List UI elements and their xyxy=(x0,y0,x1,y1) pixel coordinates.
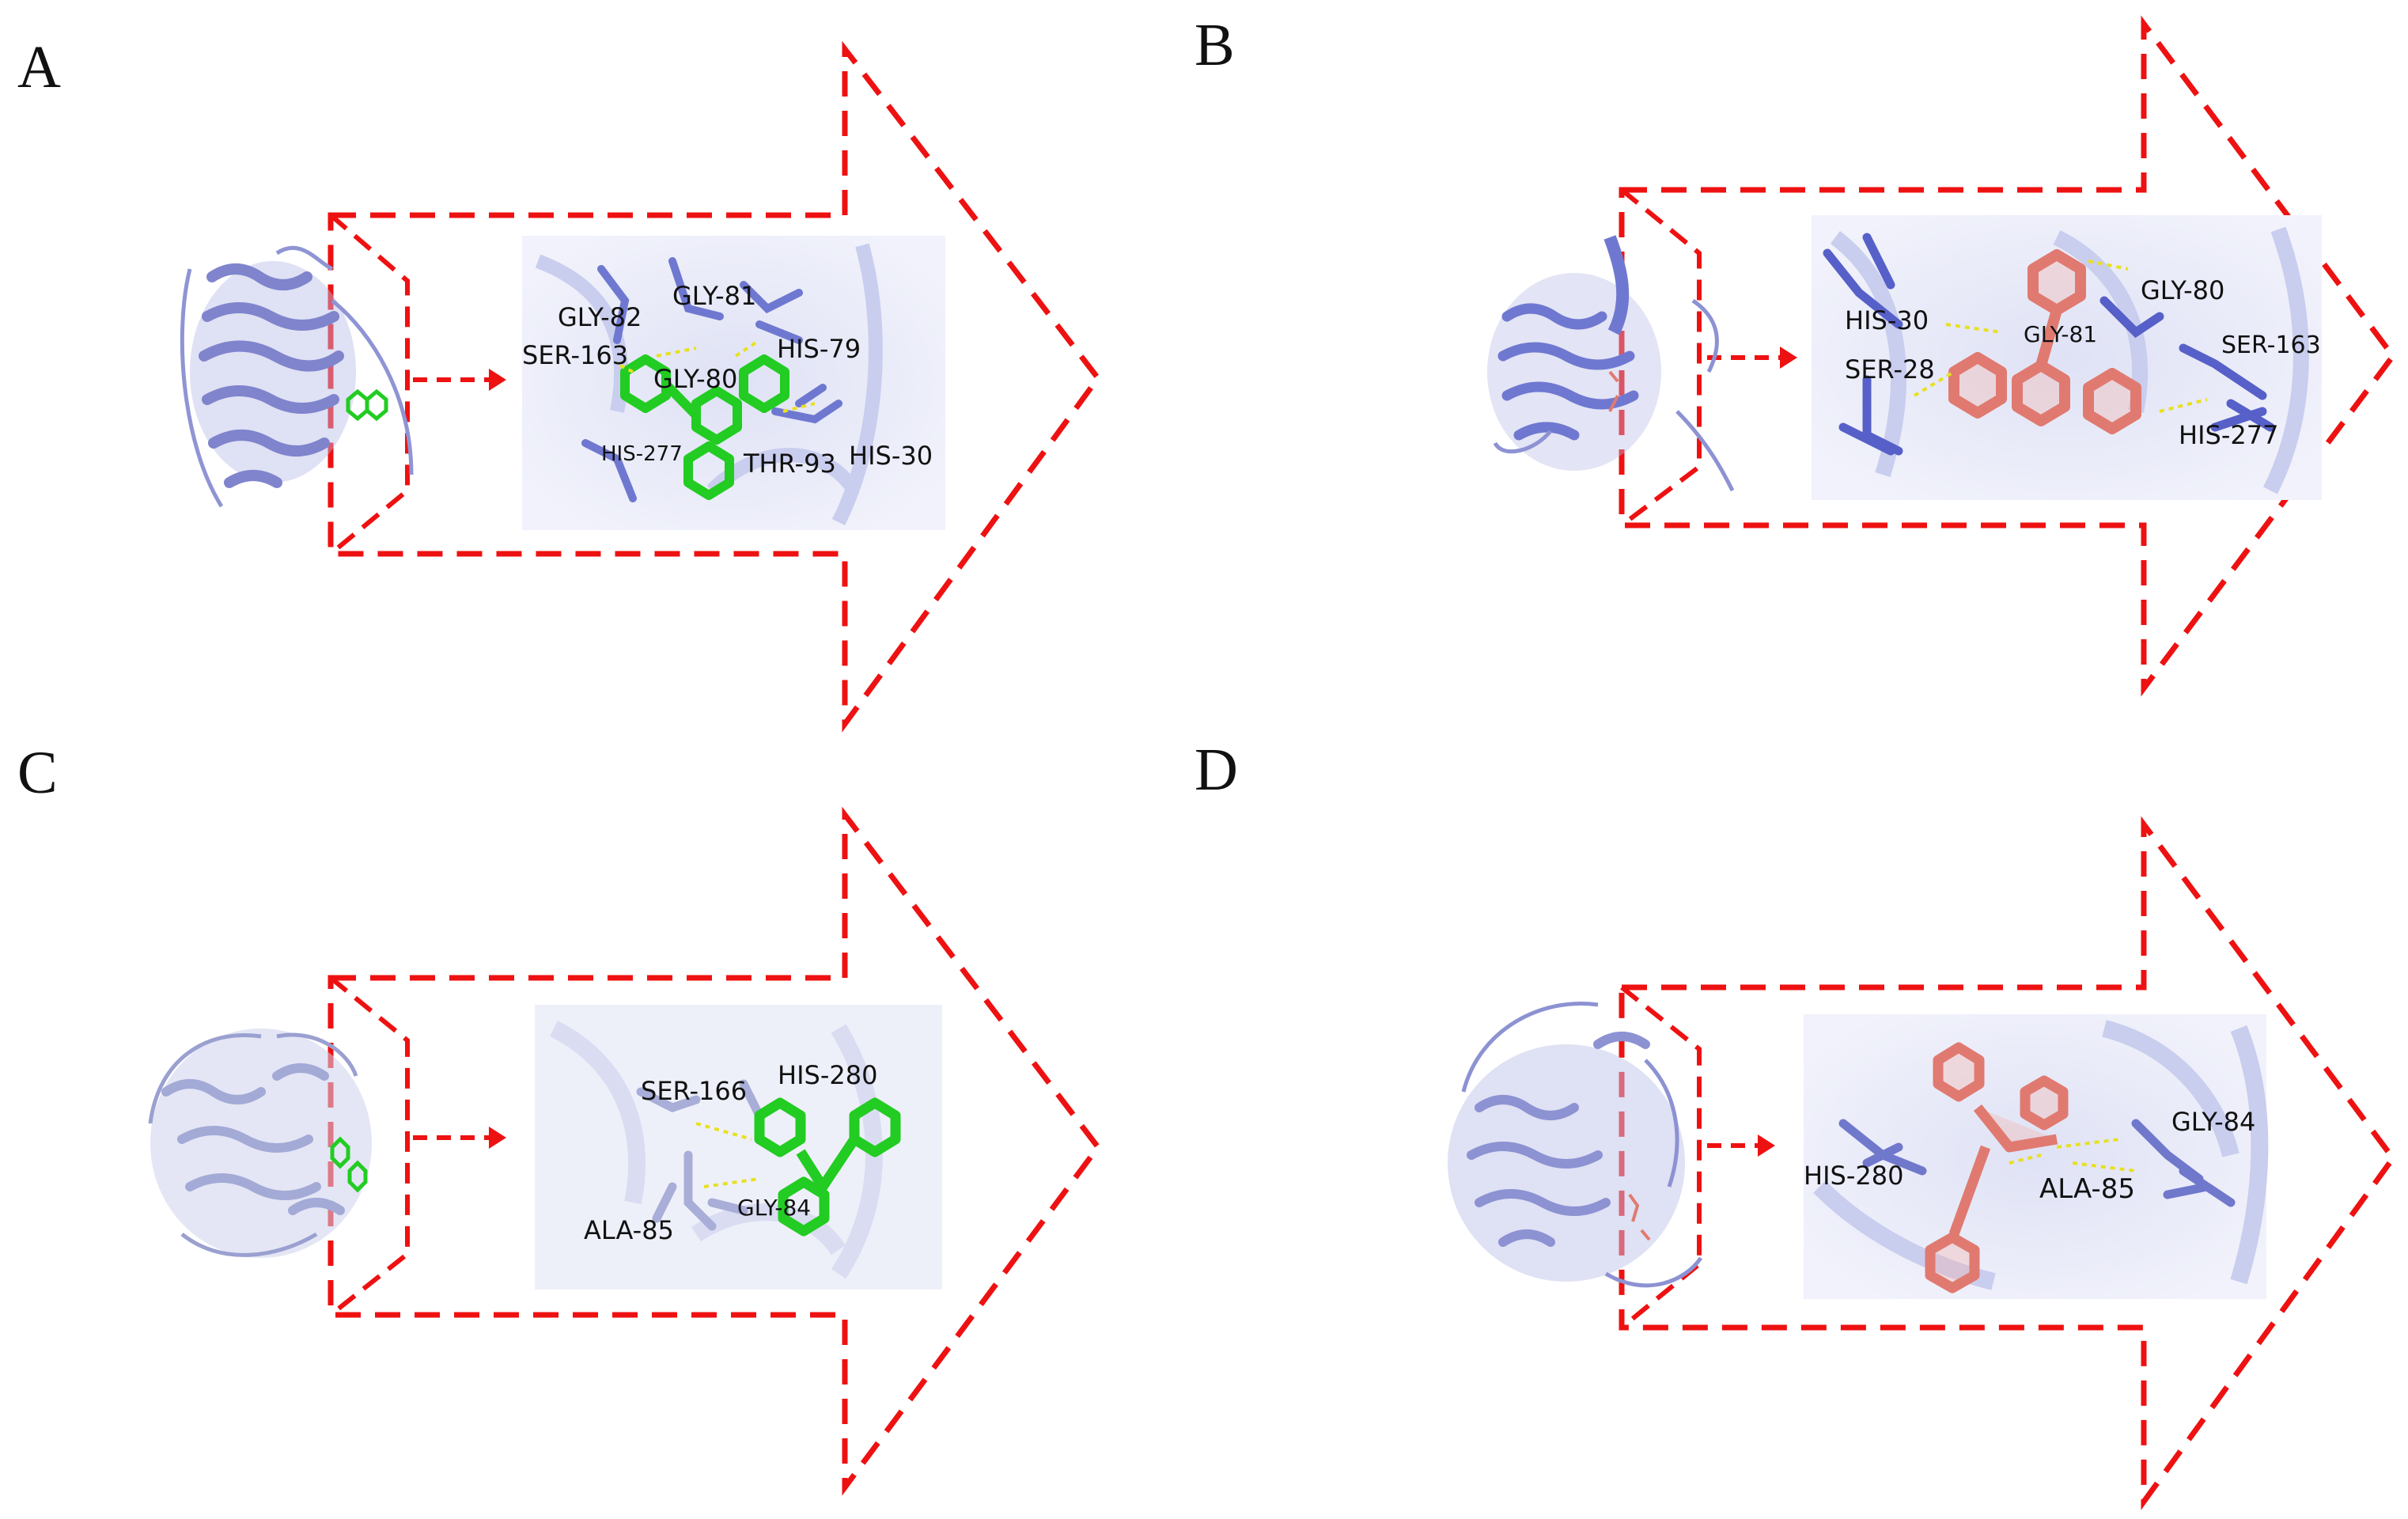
label-his-277: HIS-277 xyxy=(601,442,683,466)
ligand-zoom-b xyxy=(1948,249,2141,434)
label-gly-84-c: GLY-84 xyxy=(737,1195,811,1221)
label-ser-166-c: SER-166 xyxy=(641,1076,747,1106)
panel-a: A GLY-81 GLY-82 SER-163 xyxy=(17,34,1102,733)
ligand-overview-b xyxy=(1608,370,1619,412)
label-his-30: HIS-30 xyxy=(849,441,933,471)
label-his-30-b: HIS-30 xyxy=(1845,305,1929,335)
ligand-overview-a xyxy=(346,388,388,422)
label-ala-85-c: ALA-85 xyxy=(584,1215,674,1245)
ligand-overview-c xyxy=(330,1136,368,1193)
zoom-arrow-outline-d xyxy=(1619,816,2397,1510)
panel-letter-a: A xyxy=(17,34,61,100)
zoomed-pocket-d xyxy=(1804,1014,2269,1299)
zoom-pointer-head-c xyxy=(489,1127,506,1149)
label-gly-84-d: GLY-84 xyxy=(2171,1107,2255,1137)
zoom-arrow-outline-b xyxy=(1619,15,2397,697)
label-his-79: HIS-79 xyxy=(777,334,861,364)
pocket-outline-c xyxy=(329,975,410,1317)
label-ser-28-b: SER-28 xyxy=(1845,354,1935,384)
zoomed-pocket-a xyxy=(522,236,945,530)
panel-c: C HIS-280 SER-166 ALA-85 GLY-84 xyxy=(17,740,1102,1496)
hbonds-d xyxy=(2009,1138,2137,1172)
label-ser-163-b: SER-163 xyxy=(2221,331,2321,359)
label-ser-163: SER-163 xyxy=(522,340,628,370)
protein-overview-a xyxy=(180,245,414,508)
zoom-arrow-outline-a xyxy=(328,40,1102,733)
protein-overview-c xyxy=(148,1028,372,1258)
label-gly-80: GLY-80 xyxy=(653,364,737,394)
pocket-outline-b xyxy=(1620,188,1702,528)
pocket-outline-a xyxy=(329,213,410,556)
label-ala-85-d: ALA-85 xyxy=(2039,1173,2135,1205)
hbonds-a xyxy=(616,339,816,413)
label-gly-81: GLY-81 xyxy=(672,281,756,311)
zoomed-pocket-c xyxy=(535,1005,942,1290)
label-gly-82: GLY-82 xyxy=(558,302,642,332)
label-his-280-c: HIS-280 xyxy=(778,1060,877,1090)
zoom-pointer-head-d xyxy=(1758,1135,1775,1157)
zoom-arrow-outline-c xyxy=(328,806,1102,1496)
panel-letter-b: B xyxy=(1195,12,1235,78)
panel-b: B HIS-30 GLY-81 GLY-80 SER-163 SER-28 HI… xyxy=(1195,12,2397,697)
ligand-zoom-c xyxy=(754,1097,901,1237)
ligand-overview-d xyxy=(1628,1193,1651,1241)
zoom-pointer-head-a xyxy=(489,369,506,391)
ligand-zoom-a xyxy=(620,354,789,500)
panel-d: D GLY-84 HIS-280 ALA-85 xyxy=(1195,737,2397,1510)
zoom-pointer-head-b xyxy=(1780,347,1797,369)
ligand-zoom-d xyxy=(1925,1042,2069,1294)
label-his-277-b: HIS-277 xyxy=(2179,420,2278,450)
label-gly-81-b: GLY-81 xyxy=(2024,321,2097,347)
panel-letter-d: D xyxy=(1195,737,1238,803)
protein-overview-d xyxy=(1448,1002,1703,1288)
zoomed-pocket-b xyxy=(1812,215,2322,500)
label-thr-93: THR-93 xyxy=(743,449,836,479)
label-gly-80-b: GLY-80 xyxy=(2141,275,2224,305)
pocket-outline-d xyxy=(1620,985,1702,1330)
panel-letter-c: C xyxy=(17,740,58,806)
label-his-280-d: HIS-280 xyxy=(1804,1161,1903,1191)
protein-overview-b xyxy=(1487,235,1735,492)
hbonds-b xyxy=(1913,259,2208,413)
hbonds-c xyxy=(695,1122,760,1188)
